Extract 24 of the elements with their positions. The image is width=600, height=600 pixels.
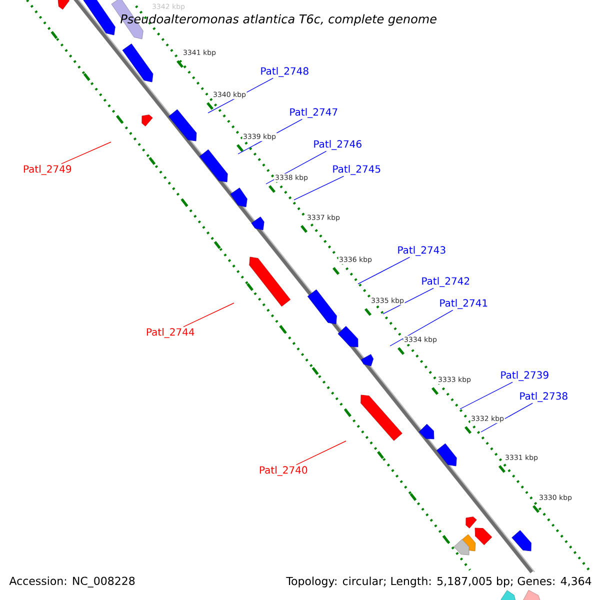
leader-line	[382, 288, 434, 314]
leader-line	[480, 402, 533, 432]
gene-label: Patl_2748	[261, 67, 308, 77]
gene-label: Patl_2741	[440, 299, 488, 309]
genome-info-text: Topology: circular; Length: 5,187,005 bp; Genes: 4,364	[286, 576, 592, 588]
leader-line	[358, 256, 410, 284]
leader-line	[294, 176, 344, 200]
gene-label: Patl_2743	[398, 246, 446, 256]
gene-label: Patl_2738	[520, 392, 568, 402]
leader-line	[296, 440, 346, 466]
title: Pseudoalteromonas atlantica T6c, complete genome	[120, 14, 436, 26]
leader-line	[390, 310, 454, 346]
gene-label: Patl_2739	[501, 371, 548, 381]
gene-label: Patl_2747	[290, 108, 338, 118]
gene-label: Patl_2749	[24, 165, 72, 175]
leader-line	[61, 142, 112, 164]
gene-label: Patl_2742	[422, 277, 470, 287]
leader-line	[183, 302, 234, 328]
leader-line	[460, 382, 513, 410]
gene-label: Patl_2746	[314, 140, 362, 150]
gene-label: Patl_2744	[146, 328, 194, 338]
gene-label: Patl_2740	[260, 466, 308, 476]
accession-text: Accession: NC_008228	[9, 576, 135, 588]
gene-label: Patl_2745	[333, 165, 380, 175]
